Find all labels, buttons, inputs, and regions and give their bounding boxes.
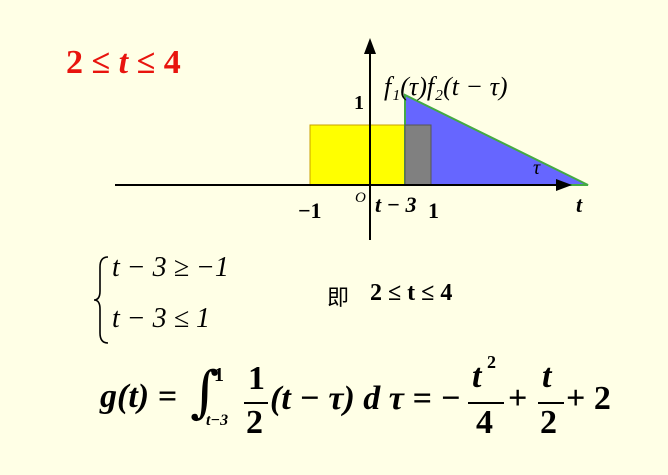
integral-lower: t−3: [206, 412, 229, 429]
integral-upper: 1: [214, 364, 224, 386]
curve-label: f₁(τ)f₂(t − τ): [384, 72, 508, 101]
x-tick-1: 1: [428, 198, 439, 223]
frac2-bar: [468, 402, 504, 404]
frac2-num: t: [472, 358, 482, 395]
f2-triangle: [404, 93, 589, 186]
overlap-region: [404, 124, 432, 186]
condition-left: 2: [66, 44, 83, 81]
condition-op2: ≤: [136, 44, 156, 81]
frac1-den: 2: [246, 404, 263, 441]
condition-op1: ≤: [91, 44, 111, 81]
frac1-num: 1: [248, 360, 265, 397]
frac1-bar: [244, 402, 268, 404]
tau-label: τ: [533, 157, 541, 179]
inequality-1: t − 3 ≥ −1: [112, 252, 229, 283]
frac3-bar: [538, 402, 564, 404]
formula-tail: + 2: [566, 380, 611, 417]
formula-lhs: g(t) =: [100, 378, 177, 415]
condition-var: t: [118, 44, 129, 81]
vertical-axis-arrow: [364, 38, 376, 54]
frac2-sup: 2: [487, 352, 496, 372]
tau-axis-arrow: [556, 179, 572, 191]
plus-sign: +: [508, 380, 528, 417]
frac3-num: t: [542, 358, 552, 395]
integrand: (t − τ) d τ = −: [270, 380, 461, 417]
inequality-2: t − 3 ≤ 1: [112, 303, 211, 334]
ji-condition: 2 ≤ t ≤ 4: [370, 280, 453, 306]
frac3-den: 2: [540, 404, 557, 441]
origin-label: O: [355, 190, 366, 206]
y-tick-1: 1: [354, 92, 364, 114]
system-brace: [93, 256, 109, 344]
ji-word: 即: [327, 286, 350, 311]
condition-right: 4: [163, 44, 181, 81]
condition-title: 2 ≤ t ≤ 4: [66, 44, 181, 82]
t-axis-label: t: [576, 192, 583, 217]
x-tick-t-minus-3: t − 3: [375, 192, 417, 217]
integral-sign-icon: ∫: [190, 360, 220, 425]
x-tick-neg1: −1: [298, 198, 322, 223]
frac2-den: 4: [476, 404, 493, 441]
